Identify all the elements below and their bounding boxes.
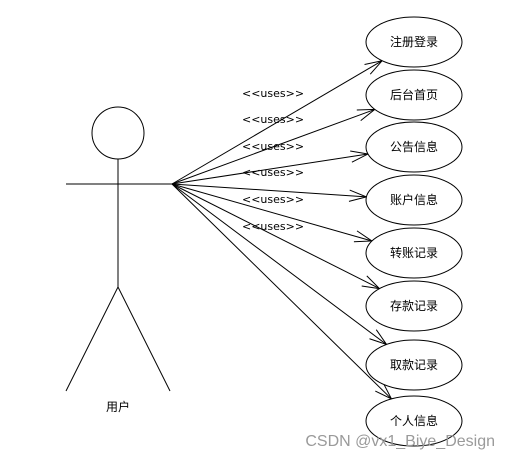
association-line-deposit-record bbox=[171, 183, 380, 290]
stereotype-uses-label: <<uses>> bbox=[242, 87, 304, 100]
stereotype-uses-label: <<uses>> bbox=[242, 193, 304, 206]
actor-label: 用户 bbox=[106, 399, 130, 414]
use-case-admin-home: 后台首页 bbox=[365, 69, 463, 121]
use-case-label: 转账记录 bbox=[390, 245, 438, 260]
use-case-personal-info: 个人信息 bbox=[365, 395, 463, 447]
stereotype-uses-label: <<uses>> bbox=[242, 166, 304, 179]
use-case-ellipse bbox=[365, 69, 463, 121]
actor-head bbox=[91, 106, 145, 160]
actor-user: 用户 bbox=[65, 106, 172, 414]
use-case-label: 账户信息 bbox=[390, 192, 438, 207]
association-line-register-login bbox=[171, 60, 383, 185]
use-case-label: 取款记录 bbox=[390, 358, 438, 372]
use-case-announcement: 公告信息 bbox=[365, 121, 463, 173]
stereotype-uses-label: <<uses>> bbox=[242, 220, 304, 233]
actor-left-leg bbox=[65, 286, 119, 392]
association-line-withdraw-record bbox=[171, 183, 387, 345]
association-line-admin-home bbox=[171, 108, 375, 185]
use-case-deposit-record: 存款记录 bbox=[365, 280, 463, 332]
use-case-label: 存款记录 bbox=[390, 299, 438, 313]
use-case-label: 个人信息 bbox=[390, 413, 438, 428]
use-case-ellipse bbox=[365, 121, 463, 173]
association-lines bbox=[171, 59, 393, 401]
arrowhead-deposit-record bbox=[361, 275, 381, 290]
use-case-ellipse bbox=[365, 174, 463, 226]
use-case-account-info: 账户信息 bbox=[365, 174, 463, 226]
use-case-ellipse bbox=[365, 16, 463, 68]
use-case-label: 注册登录 bbox=[390, 34, 438, 49]
use-case-register-login: 注册登录 bbox=[365, 16, 463, 68]
association-line-announcement bbox=[171, 153, 369, 185]
use-case-label: 后台首页 bbox=[390, 87, 438, 102]
use-case-label: 公告信息 bbox=[390, 139, 438, 154]
association-line-account-info bbox=[171, 183, 367, 198]
stereotype-uses-label: <<uses>> bbox=[242, 113, 304, 126]
association-line-transfer-record bbox=[171, 183, 373, 242]
use-case-withdraw-record: 取款记录 bbox=[365, 339, 463, 391]
use-case-ellipse bbox=[365, 339, 463, 391]
association-line-personal-info bbox=[171, 183, 392, 400]
actor-right-leg bbox=[117, 286, 171, 392]
stereotype-labels: <<uses>> <<uses>> <<uses>> <<uses>> <<uses>>… bbox=[242, 87, 304, 233]
use-case-ellipse bbox=[365, 280, 463, 332]
use-case-transfer-record: 转账记录 bbox=[365, 227, 463, 279]
watermark: CSDN @vx1_Biye_Design bbox=[305, 433, 495, 450]
use-case-ellipse bbox=[365, 227, 463, 279]
use-case-ellipse bbox=[365, 395, 463, 447]
stereotype-uses-label: <<uses>> bbox=[242, 140, 304, 153]
